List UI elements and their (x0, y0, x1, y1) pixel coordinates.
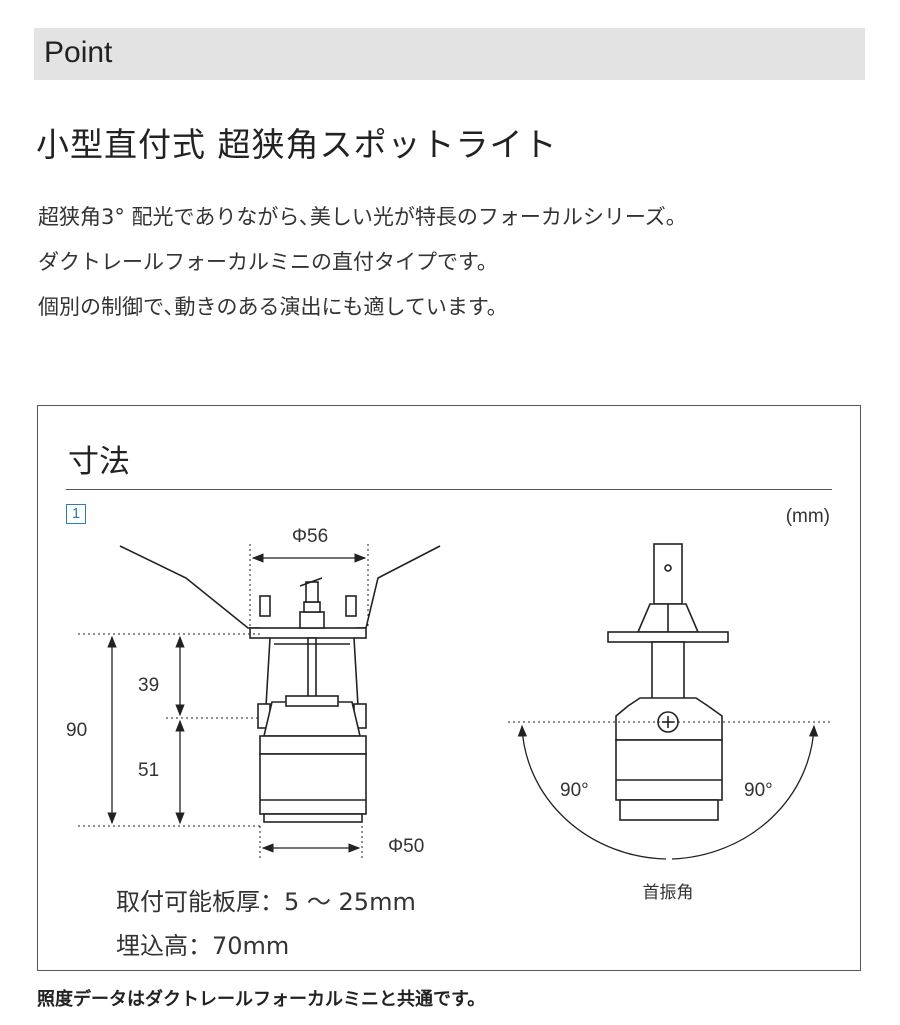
label-51: 51 (138, 760, 159, 781)
spec-embed-height: 埋込高：70mm (116, 932, 290, 960)
swivel-arc-right (671, 724, 819, 860)
dimensions-title: 寸法 (68, 444, 130, 480)
dimensions-divider (66, 489, 832, 490)
figure-number-badge: 1 (66, 504, 86, 524)
swivel-arc-left (517, 724, 667, 860)
dimensions-panel: 寸法 1 (mm) (37, 405, 861, 971)
footnote: 照度データはダクトレールフォーカルミニと共通です。 (37, 989, 486, 1010)
side-view-fixture (607, 543, 729, 821)
product-title: 小型直付式 超狭角スポットライト (36, 125, 558, 164)
spec-plate-thickness: 取付可能板厚：5 ～ 25mm (116, 888, 416, 916)
point-header-bar: Point (34, 28, 865, 80)
product-description: 超狭角3° 配光でありながら､美しい光が特長のフォーカルシリーズ。 ダクトレール… (38, 195, 687, 330)
section-label: Point (44, 36, 113, 69)
label-90: 90 (66, 720, 87, 741)
label-left-90: 90° (560, 780, 589, 801)
label-phi50: Φ50 (388, 836, 424, 857)
front-view-fixture (119, 545, 441, 823)
label-39: 39 (138, 675, 159, 696)
description-line-2: ダクトレールフォーカルミニの直付タイプです。 (38, 250, 498, 274)
label-swivel: 首振角 (643, 883, 694, 902)
dimension-drawing: Φ56 Φ50 90 39 51 (66, 526, 830, 902)
description-line-3: 個別の制御で､動きのある演出にも適しています。 (38, 295, 508, 319)
description-line-1: 超狭角3° 配光でありながら､美しい光が特長のフォーカルシリーズ。 (38, 205, 687, 229)
label-phi56: Φ56 (292, 526, 328, 547)
unit-label: (mm) (785, 506, 830, 527)
label-right-90: 90° (744, 780, 773, 801)
